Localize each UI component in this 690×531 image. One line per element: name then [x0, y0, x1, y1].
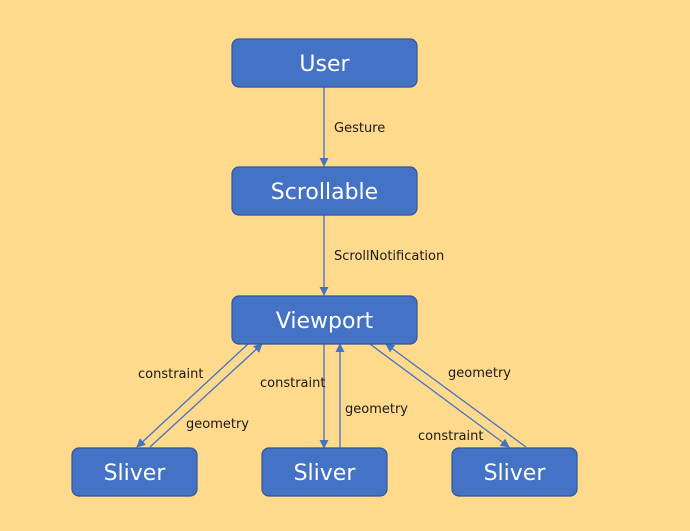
node-user: User: [231, 38, 418, 88]
node-viewport-label: Viewport: [276, 309, 374, 334]
node-scrollable-label: Scrollable: [271, 180, 378, 205]
edge-label-middle-constraint: constraint: [260, 376, 325, 391]
edge-label-right-geometry: geometry: [448, 366, 511, 381]
edge-label-left-constraint: constraint: [138, 367, 203, 382]
edge-label-gesture: Gesture: [334, 121, 385, 136]
node-sliver-left: Sliver: [71, 447, 198, 497]
node-viewport: Viewport: [231, 295, 418, 345]
edge-viewport-to-left-sliver: [136, 343, 249, 448]
edge-label-middle-geometry: geometry: [345, 402, 408, 417]
node-sliver-middle-label: Sliver: [294, 461, 357, 486]
edge-label-left-geometry: geometry: [186, 417, 249, 432]
node-sliver-right: Sliver: [451, 447, 578, 497]
node-user-label: User: [299, 52, 350, 77]
node-sliver-right-label: Sliver: [484, 461, 547, 486]
edge-label-right-constraint: constraint: [418, 429, 483, 444]
node-sliver-left-label: Sliver: [104, 461, 167, 486]
node-scrollable: Scrollable: [231, 166, 418, 216]
edge-left-sliver-to-viewport: [149, 343, 263, 448]
edge-right-sliver-to-viewport: [385, 343, 527, 448]
edge-label-scroll-notification: ScrollNotification: [334, 249, 444, 264]
node-sliver-middle: Sliver: [261, 447, 388, 497]
edge-viewport-to-right-sliver: [369, 343, 510, 448]
